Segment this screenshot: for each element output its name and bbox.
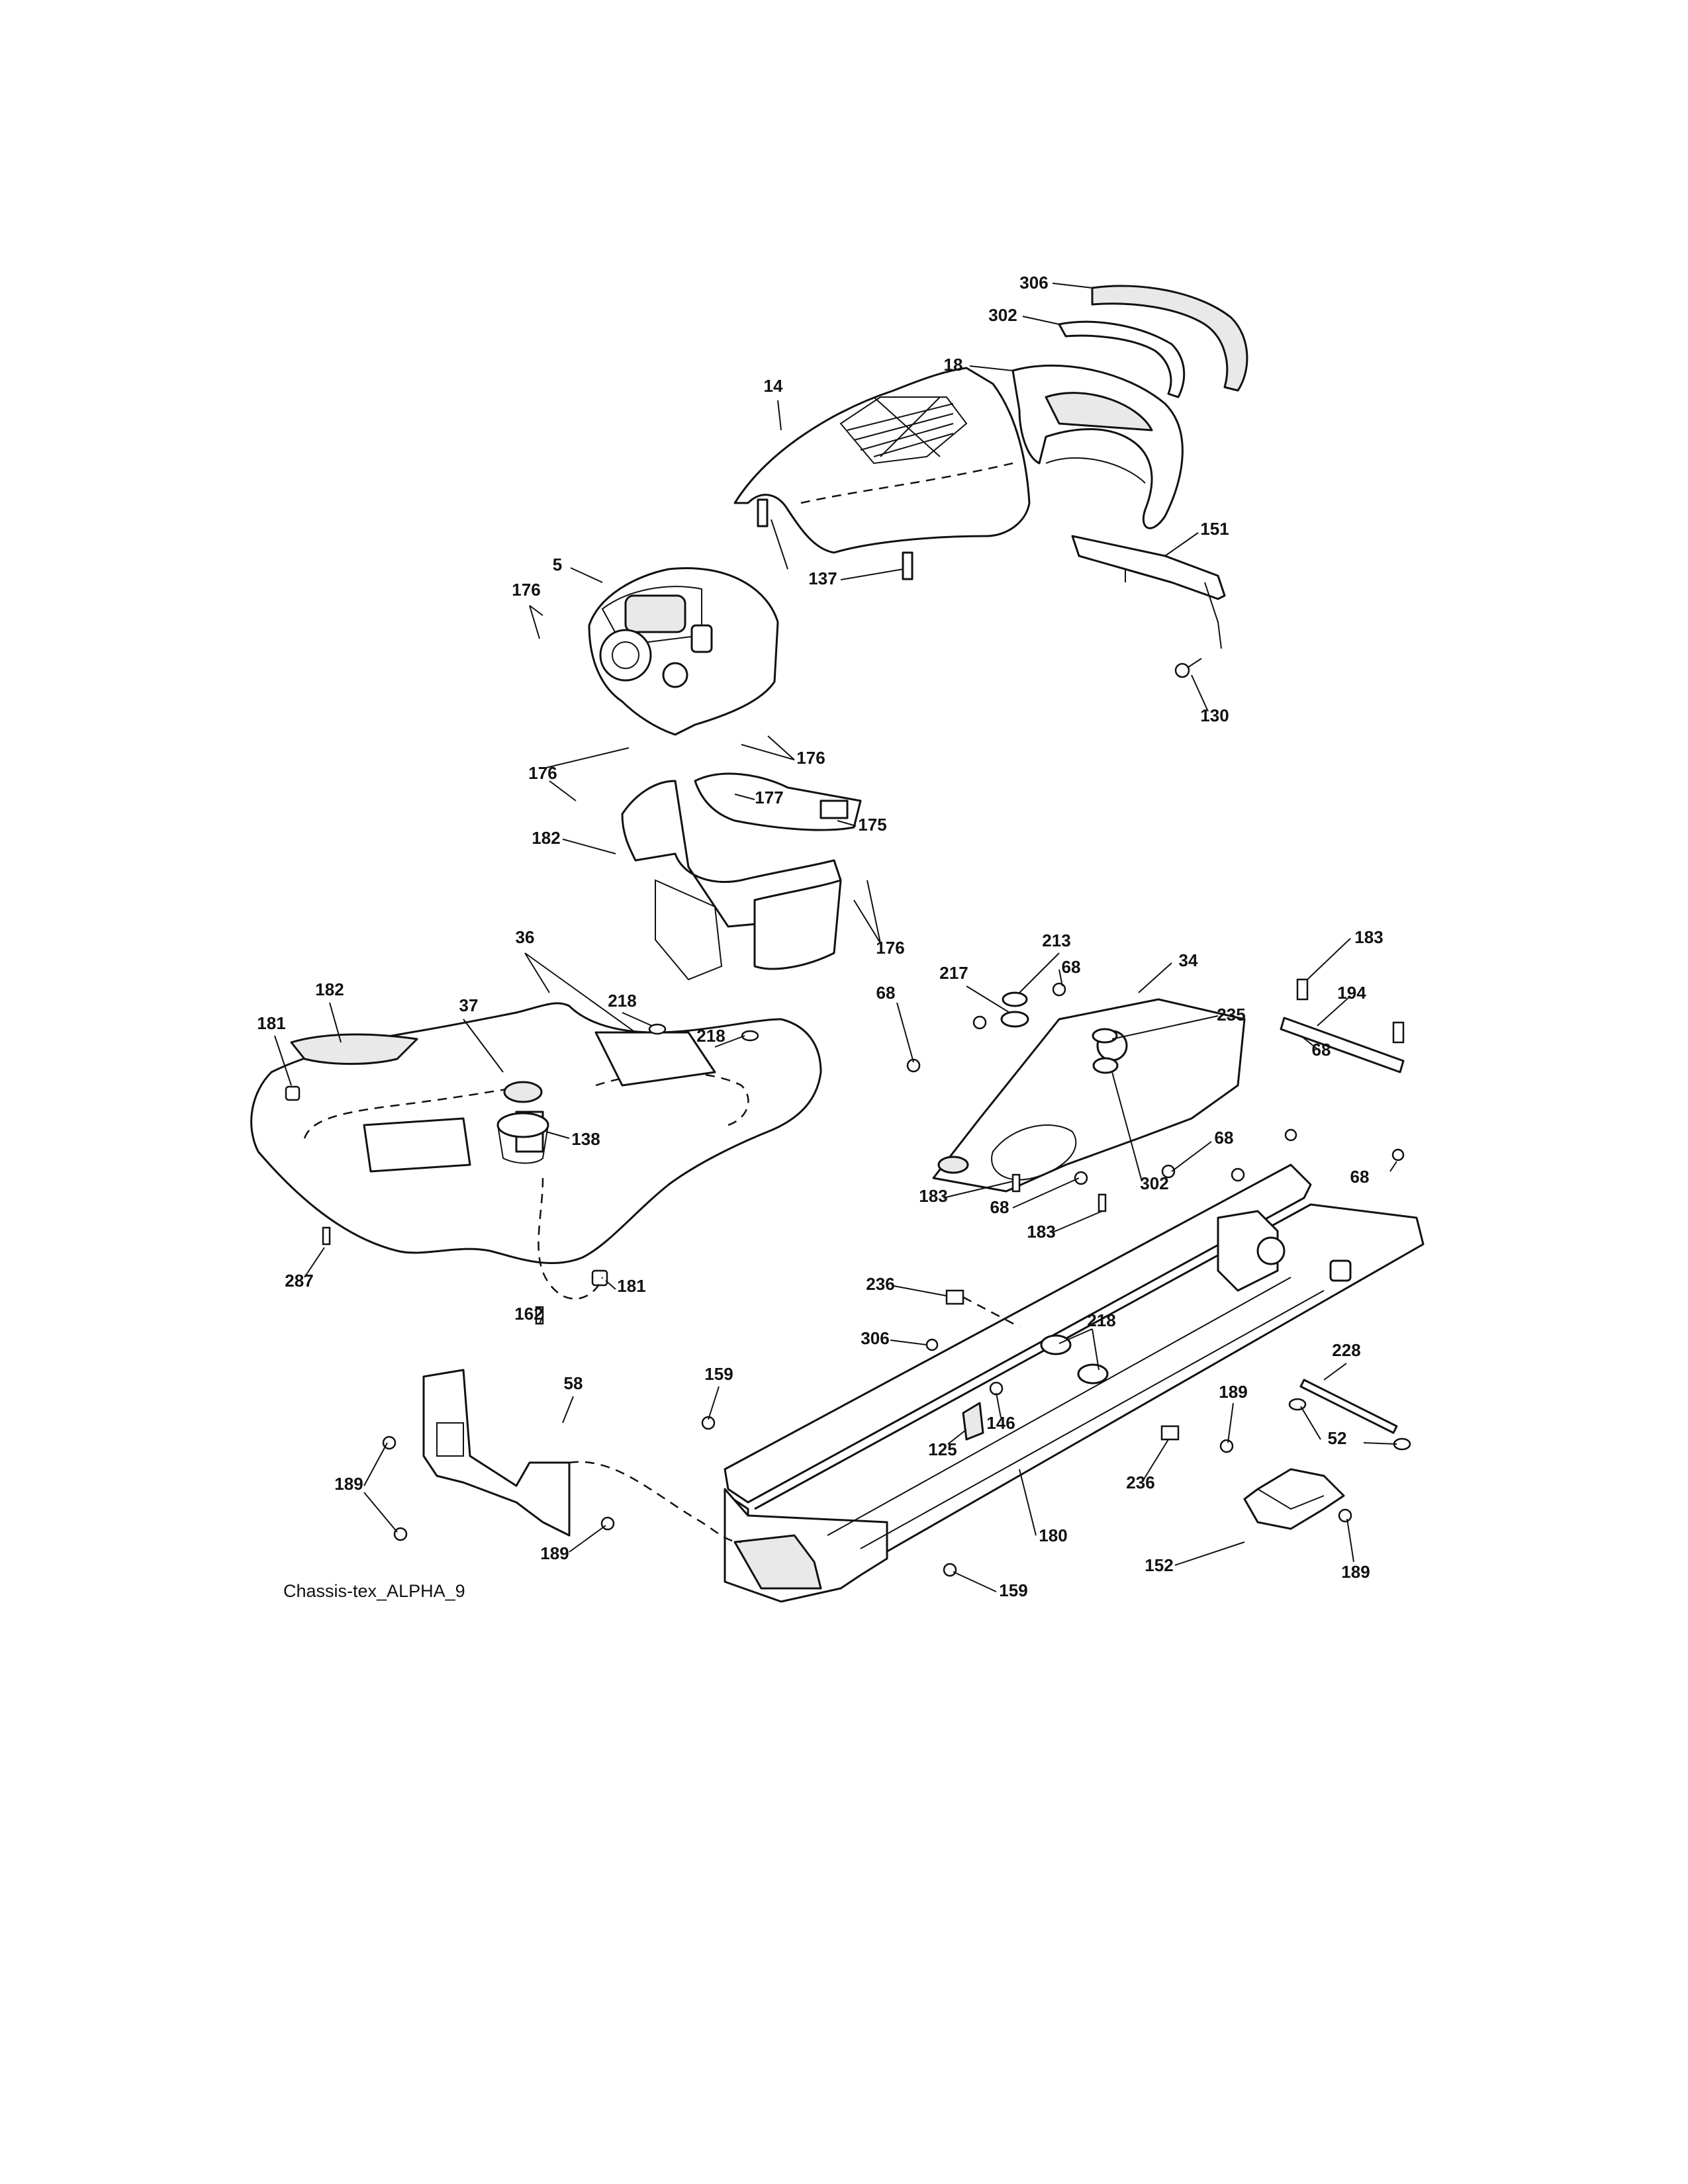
callout-label: 152 — [1145, 1555, 1173, 1575]
assembly-line — [962, 1296, 1020, 1328]
pin-part-146 — [989, 1381, 1004, 1396]
callout-label: 189 — [540, 1543, 569, 1563]
callout-label: 302 — [988, 305, 1017, 325]
callout-label: 181 — [257, 1013, 285, 1033]
callout-label: 182 — [315, 979, 344, 999]
callout-label: 5 — [553, 555, 562, 574]
callout-label: 176 — [876, 938, 904, 958]
bolts-part-159 — [701, 1416, 957, 1577]
callout-label: 68 — [876, 983, 896, 1003]
bolts-part-68 — [906, 982, 1405, 1185]
callout-label: 18 — [944, 355, 963, 375]
callout-label: 183 — [919, 1186, 947, 1206]
callout-label: 236 — [866, 1274, 894, 1294]
panel-part-182 — [621, 780, 842, 981]
nut-part-306 — [925, 1338, 939, 1351]
callout-label: 213 — [1042, 931, 1070, 950]
bolts-part-189 — [382, 1435, 1352, 1541]
grille-part-18 — [1011, 364, 1184, 529]
callout-label: 36 — [516, 927, 535, 947]
callout-label: 181 — [617, 1276, 645, 1296]
callout-label: 52 — [1328, 1428, 1347, 1448]
callout-label: 189 — [1341, 1562, 1370, 1582]
pad-part-196 — [290, 1033, 418, 1065]
callout-label: 58 — [564, 1373, 583, 1393]
bracket-part-175 — [694, 772, 862, 831]
callout-label: 189 — [334, 1474, 363, 1494]
assembly-line — [569, 1461, 742, 1543]
leader-lines — [274, 283, 1397, 1592]
callout-label: 68 — [1312, 1040, 1331, 1060]
trim-part-302 — [1058, 320, 1186, 398]
rod-part-217 — [1299, 1379, 1398, 1434]
callout-label: 183 — [1354, 927, 1383, 947]
callout-label: 306 — [861, 1328, 889, 1348]
callout-label: 287 — [285, 1271, 313, 1291]
callout-label: 189 — [1219, 1382, 1247, 1402]
callout-label: 68 — [1350, 1167, 1370, 1187]
callout-label: 183 — [1027, 1222, 1055, 1242]
screw-part-130 — [1174, 658, 1202, 678]
callout-label: 138 — [571, 1129, 600, 1149]
dash-part-5 — [588, 567, 779, 736]
hood-part-14 — [733, 367, 1031, 554]
callout-label: 137 — [808, 569, 837, 588]
callout-label: 218 — [696, 1026, 725, 1046]
callout-label: 159 — [704, 1364, 733, 1384]
callout-label: 217 — [939, 963, 968, 983]
callout-label: 176 — [796, 748, 825, 768]
nuts-part-194 — [648, 1023, 1109, 1385]
callout-label: 302 — [1140, 1173, 1168, 1193]
bolts-part-213 — [1296, 978, 1405, 1044]
callout-label: 162 — [514, 1304, 543, 1324]
callout-label: 130 — [1200, 705, 1229, 725]
callout-label: 68 — [990, 1197, 1009, 1217]
trim-part-153 — [1091, 285, 1248, 392]
callout-label: 194 — [1337, 983, 1366, 1003]
bolts-part-183 — [1011, 1173, 1107, 1212]
callout-label: 125 — [928, 1439, 957, 1459]
diagram-caption: Chassis-tex_ALPHA_9 — [283, 1581, 465, 1601]
fasteners-part-287 — [322, 1226, 331, 1246]
callout-label: 218 — [608, 991, 636, 1011]
mounts-part-235 — [1002, 991, 1118, 1044]
callout-label: 68 — [1062, 957, 1081, 977]
frame-part-180 — [724, 1163, 1425, 1603]
callout-label: 14 — [764, 376, 783, 396]
clip-part-137 — [757, 498, 914, 580]
callout-label: 37 — [459, 995, 479, 1015]
callout-label: 182 — [532, 828, 560, 848]
fasteners-part-181 — [285, 1085, 608, 1287]
guard-part-152 — [1243, 1468, 1345, 1530]
pins-part-228 — [945, 1289, 1180, 1441]
callout-label: 177 — [755, 788, 783, 807]
callout-label: 180 — [1039, 1525, 1067, 1545]
callout-label: 228 — [1332, 1340, 1360, 1360]
callout-label: 218 — [1087, 1310, 1115, 1330]
callout-label: 175 — [858, 815, 886, 835]
callout-label: 235 — [1217, 1005, 1245, 1024]
callout-label: 176 — [512, 580, 540, 600]
bracket-part-218 — [1280, 1017, 1405, 1073]
bracket-part-151 — [1071, 535, 1226, 649]
assembly-line — [538, 1177, 604, 1300]
callout-label: 236 — [1126, 1473, 1154, 1492]
mounts-part-236 — [1000, 1011, 1119, 1074]
plate-part-34 — [932, 998, 1246, 1193]
callout-label: 159 — [999, 1580, 1027, 1600]
bushing-part-138 — [496, 1112, 549, 1164]
callout-label: 68 — [1215, 1128, 1234, 1148]
bracket-part-58 — [422, 1369, 571, 1537]
callout-label: 34 — [1179, 950, 1198, 970]
callout-label: 151 — [1200, 519, 1229, 539]
callout-label: 306 — [1019, 273, 1048, 293]
